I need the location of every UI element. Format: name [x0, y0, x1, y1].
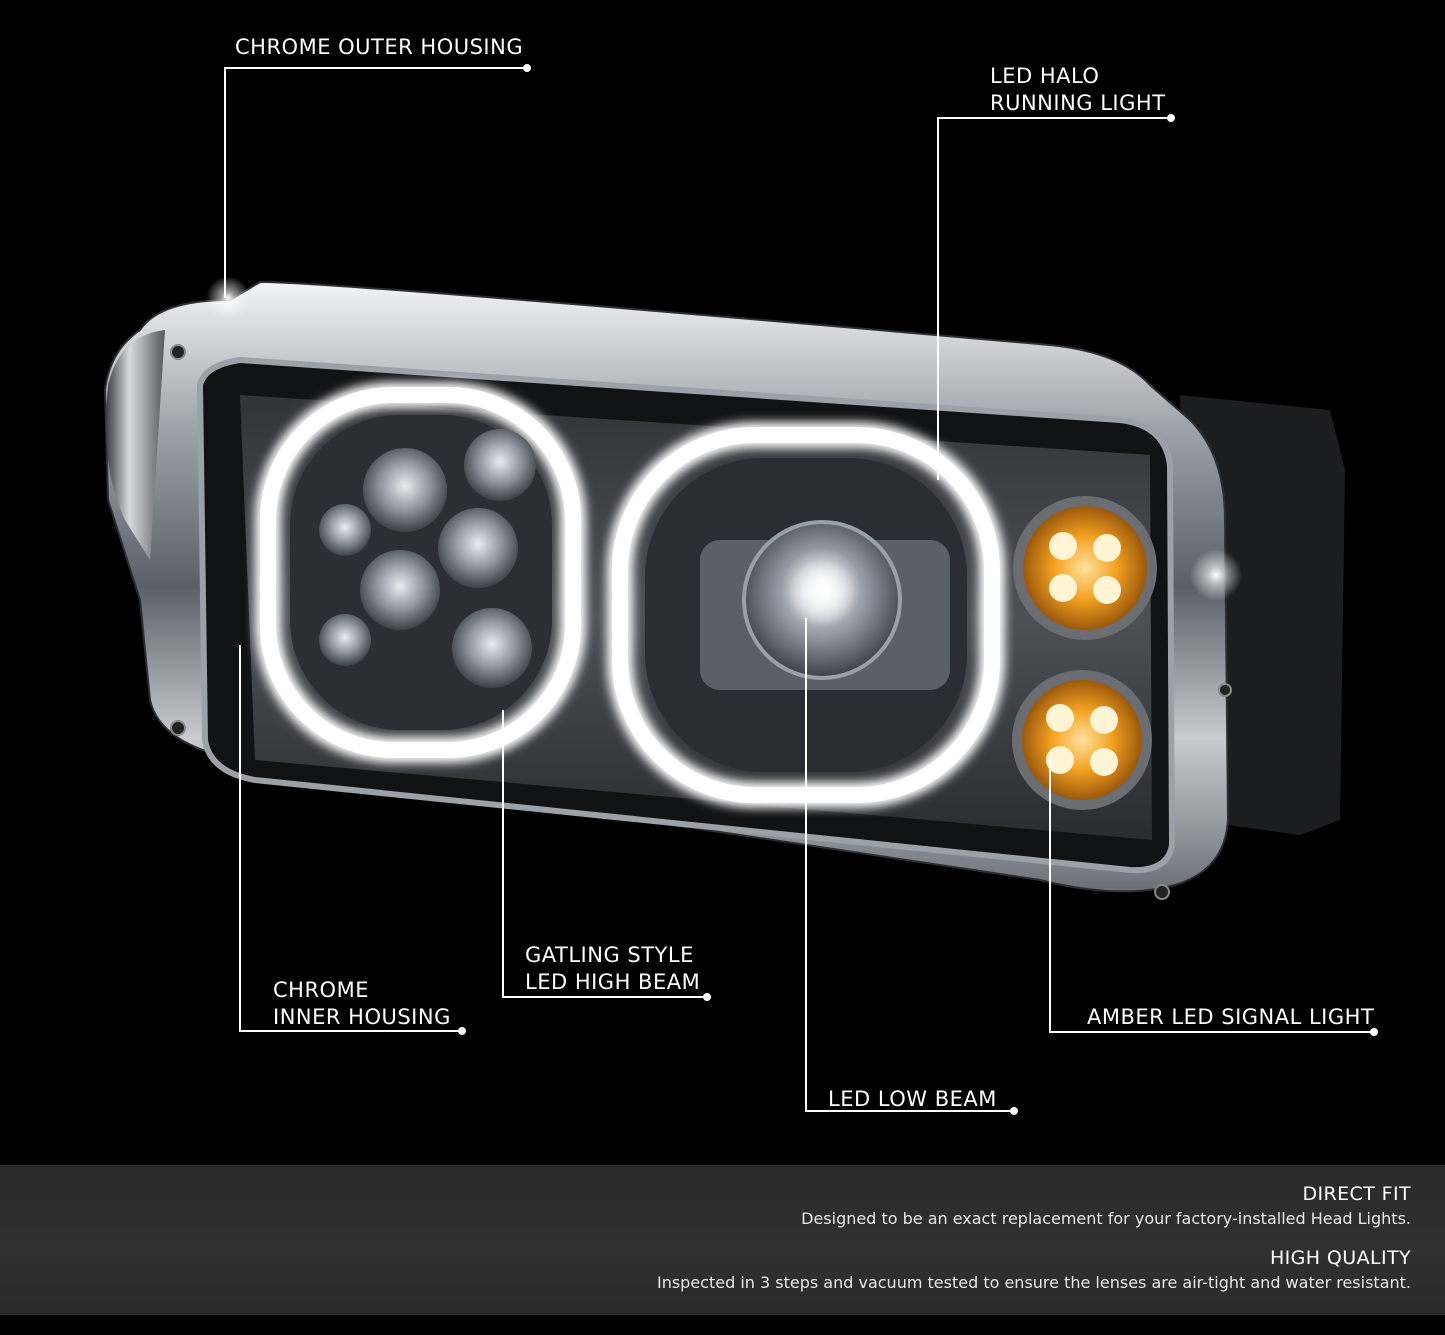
- feature-description: Designed to be an exact replacement for …: [801, 1209, 1411, 1228]
- feature-direct-fit: DIRECT FIT Designed to be an exact repla…: [801, 1183, 1411, 1228]
- high-beam-lens: [363, 448, 447, 532]
- feature-high-quality: HIGH QUALITY Inspected in 3 steps and va…: [657, 1247, 1411, 1292]
- feature-title: HIGH QUALITY: [1269, 1247, 1411, 1269]
- high-beam-lens: [319, 504, 371, 556]
- light-flare: [206, 276, 250, 320]
- callout-text: LED HALO: [990, 64, 1100, 88]
- features-footer: DIRECT FIT Designed to be an exact repla…: [0, 1165, 1445, 1315]
- amber-signal-lights: [1012, 496, 1157, 810]
- light-flare: [788, 558, 856, 626]
- high-beam-lens: [438, 508, 518, 588]
- high-beam-assembly: [255, 382, 586, 763]
- mounting-screw: [170, 720, 186, 736]
- callout-led-halo-running-light: LED HALO RUNNING LIGHT: [990, 63, 1166, 117]
- callout-text: INNER HOUSING: [273, 1005, 451, 1029]
- leader-high-beam: [502, 710, 707, 998]
- callout-text: LED LOW BEAM: [828, 1087, 997, 1111]
- mounting-screw: [1154, 884, 1170, 900]
- callout-chrome-inner-housing: CHROME INNER HOUSING: [273, 977, 451, 1031]
- callout-led-low-beam: LED LOW BEAM: [828, 1086, 997, 1113]
- callout-text: RUNNING LIGHT: [990, 91, 1166, 115]
- callout-text: CHROME OUTER HOUSING: [235, 35, 524, 59]
- high-beam-lens: [464, 429, 536, 501]
- light-flare: [1190, 549, 1242, 601]
- callout-amber-led-signal-light: AMBER LED SIGNAL LIGHT: [1087, 1004, 1374, 1031]
- callout-text: LED HIGH BEAM: [525, 970, 701, 994]
- leader-signal: [1049, 760, 1374, 1033]
- callout-chrome-outer-housing: CHROME OUTER HOUSING: [235, 34, 523, 61]
- bottom-strip: [0, 1315, 1445, 1335]
- high-beam-lens: [319, 614, 371, 666]
- headlight-body: [103, 276, 1345, 900]
- callout-text: CHROME: [273, 978, 369, 1002]
- mounting-screw: [170, 344, 186, 360]
- callout-text: GATLING STYLE: [525, 943, 694, 967]
- callout-dots: [458, 64, 1378, 1115]
- callout-lines: [224, 67, 1374, 1112]
- leader-low-beam: [805, 618, 1014, 1112]
- high-beam-lens: [360, 550, 440, 630]
- callout-text: AMBER LED SIGNAL LIGHT: [1087, 1005, 1375, 1029]
- callout-gatling-led-high-beam: GATLING STYLE LED HIGH BEAM: [525, 942, 700, 996]
- feature-title: DIRECT FIT: [1302, 1183, 1411, 1205]
- leader-inner-housing: [239, 645, 462, 1032]
- chrome-side-wing: [106, 330, 165, 560]
- high-beam-halo-ring: [260, 387, 581, 758]
- leader-halo: [937, 117, 1171, 480]
- mounting-screw: [1218, 683, 1232, 697]
- high-beam-lens: [452, 608, 532, 688]
- feature-description: Inspected in 3 steps and vacuum tested t…: [656, 1273, 1411, 1292]
- leader-outer-housing: [224, 67, 527, 298]
